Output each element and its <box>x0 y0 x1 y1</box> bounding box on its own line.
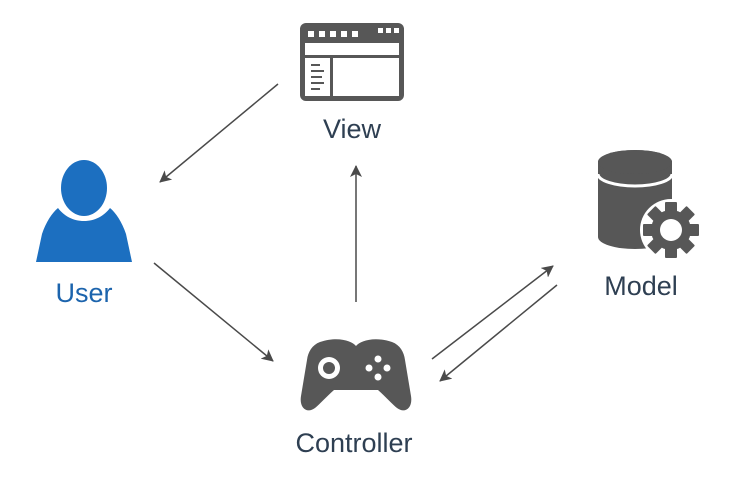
browser-window-icon <box>300 23 404 101</box>
view-label: View <box>322 114 382 144</box>
arrow-model-to-controller <box>439 284 558 382</box>
gamepad-icon <box>300 339 412 411</box>
arrow-user-to-controller <box>153 262 274 362</box>
database-gear-icon <box>596 150 702 261</box>
user-silhouette-icon <box>36 160 132 262</box>
controller-label: Controller <box>295 428 413 458</box>
arrow-controller-to-model <box>431 265 554 360</box>
arrow-view-to-user <box>159 83 279 183</box>
model-label: Model <box>604 271 678 301</box>
user-label: User <box>55 278 113 308</box>
arrows <box>153 83 558 382</box>
